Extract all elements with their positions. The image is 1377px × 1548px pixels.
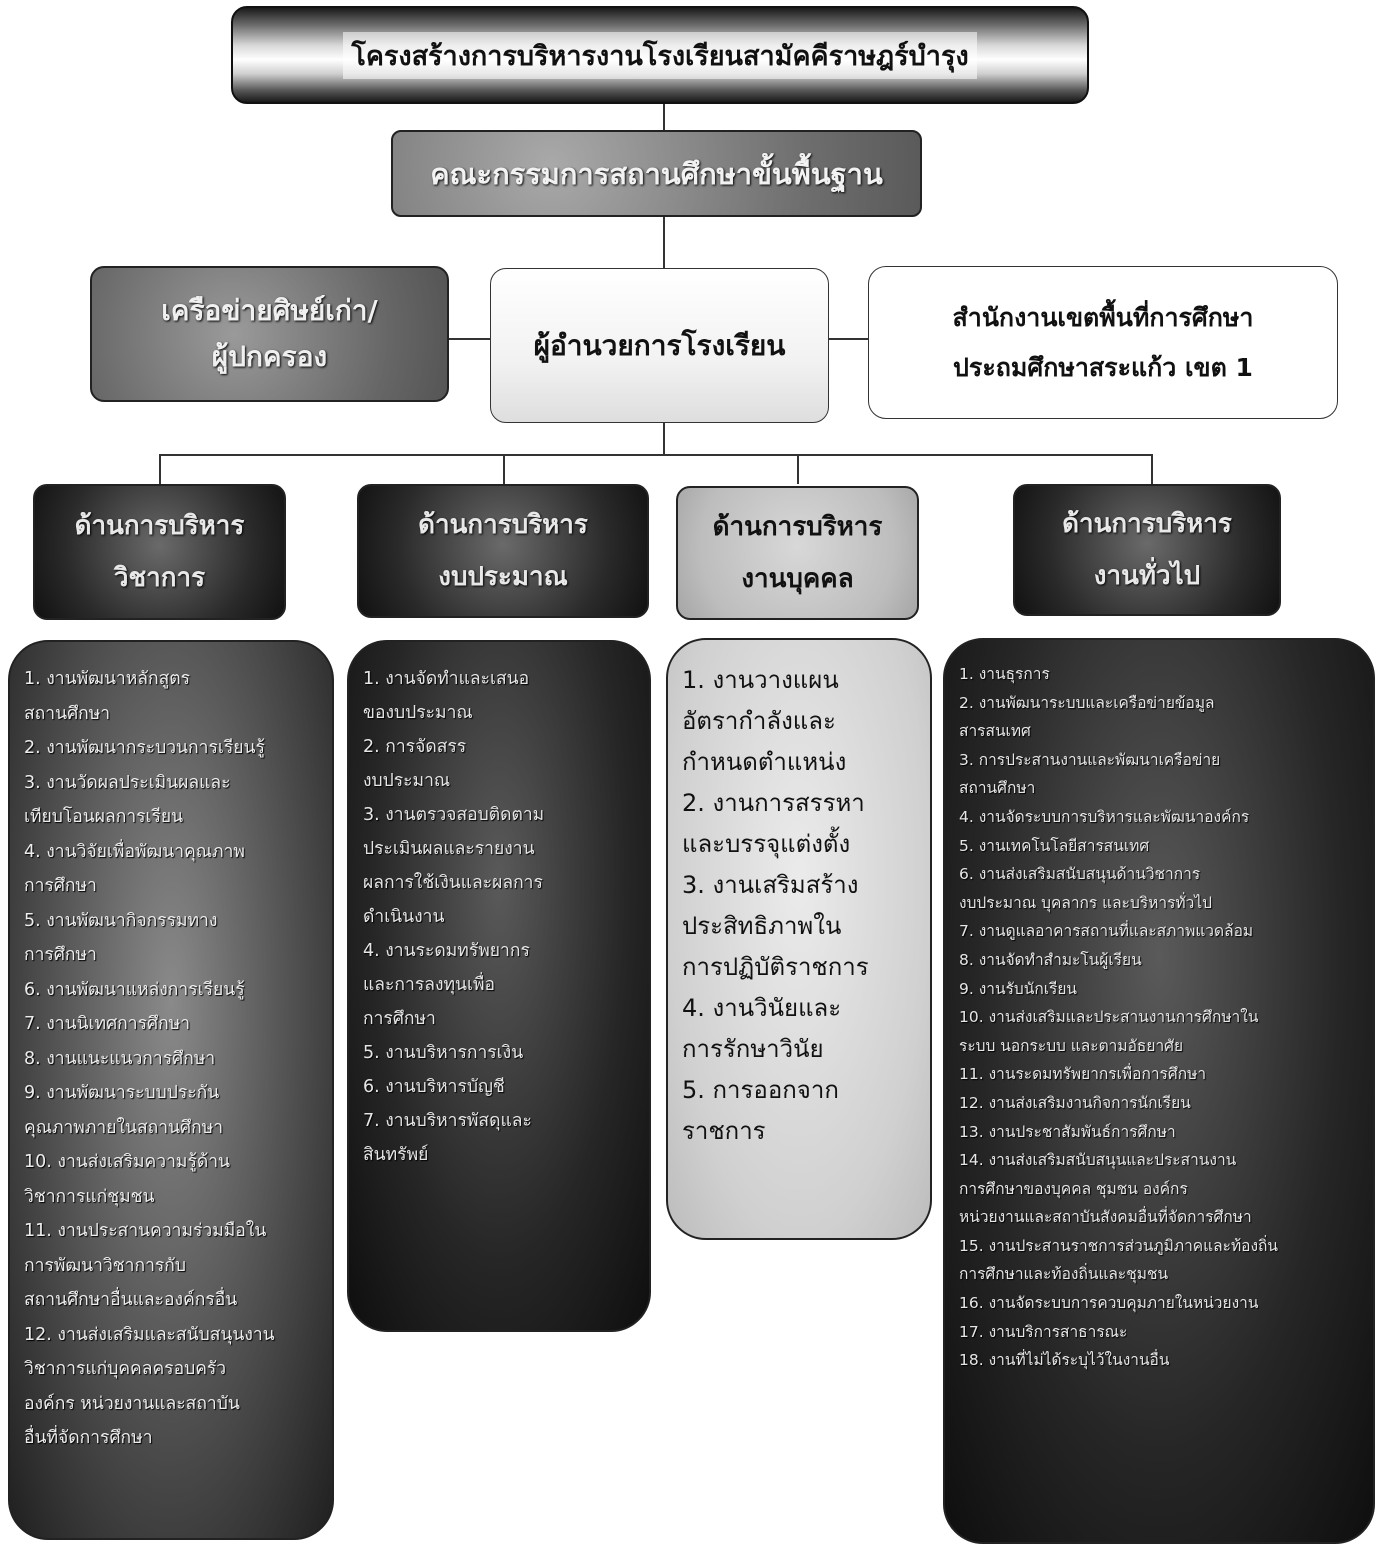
- dept-general-box: ด้านการบริหาร งานทั่วไป: [1013, 484, 1281, 616]
- dept-general-task-list: 1. งานธุรการ 2. งานพัฒนาระบบและเครือข่ายข…: [943, 638, 1375, 1544]
- task-item: 1. งานธุรการ: [959, 665, 1050, 683]
- task-item: 5. งานบริหารการเงิน: [363, 1043, 524, 1063]
- task-item: 10. งานส่งเสริมและประสานงานการศึกษาใน ระ…: [959, 1008, 1259, 1055]
- task-item: 18. งานที่ไม่ได้ระบุไว้ในงานอื่น: [959, 1351, 1170, 1370]
- task-item: 13. งานประชาสัมพันธ์การศึกษา: [959, 1122, 1176, 1141]
- task-item: 1. งานวางแผน อัตรากำลังและ กำหนดตำแหน่ง: [682, 666, 847, 776]
- dept-academic-box: ด้านการบริหาร วิชาการ: [33, 484, 286, 620]
- task-item: 6. งานบริหารบัญชี: [363, 1077, 505, 1097]
- dept-general-title-line2: งานทั่วไป: [1093, 561, 1201, 591]
- task-item: 7. งานนิเทศการศึกษา: [24, 1014, 191, 1034]
- task-item: 12. งานส่งเสริมงานกิจการนักเรียน: [959, 1093, 1191, 1112]
- task-item: 8. งานแนะแนวการศึกษา: [24, 1048, 216, 1069]
- task-item: 5. งานเทคโนโลยีสารสนเทศ: [959, 836, 1150, 855]
- education-office-box: สำนักงานเขตพื้นที่การศึกษา ประถมศึกษาสระ…: [868, 266, 1338, 419]
- task-item: 3. การประสานงานและพัฒนาเครือข่าย สถานศึก…: [959, 750, 1221, 798]
- task-item: 11. งานประสานความร่วมมือใน การพัฒนาวิชาก…: [24, 1221, 267, 1310]
- task-item: 14. งานส่งเสริมสนับสนุนและประสานงาน การศ…: [959, 1151, 1252, 1227]
- director-box: ผู้อำนวยการโรงเรียน: [490, 268, 829, 423]
- dept-general-title-line1: ด้านการบริหาร: [1062, 509, 1232, 539]
- task-item: 2. งานพัฒนาระบบและเครือข่ายข้อมูล สารสนเ…: [959, 693, 1215, 741]
- task-item: 7. งานบริหารพัสดุและ สินทรัพย์: [363, 1111, 532, 1165]
- task-item: 8. งานจัดทำสำมะโนผู้เรียน: [959, 950, 1142, 969]
- task-item: 4. งานระดมทรัพยากร และการลงทุนเพื่อ การศ…: [363, 941, 530, 1029]
- task-item: 15. งานประสานราชการส่วนภูมิภาคและท้องถิ่…: [959, 1236, 1279, 1284]
- task-item: 4. งานวินัยและ การรักษาวินัย: [682, 994, 842, 1063]
- connector-horizontal-bus: [159, 454, 1153, 456]
- dept-budget-task-list: 1. งานจัดทำและเสนอ ของบประมาณ 2. การจัดสร…: [347, 640, 651, 1332]
- task-item: 10. งานส่งเสริมความรู้ด้าน วิชาการแก่ชุม…: [24, 1152, 231, 1207]
- board-box: คณะกรรมการสถานศึกษาขั้นพื้นฐาน: [391, 130, 922, 217]
- dept-academic-title-line1: ด้านการบริหาร: [74, 511, 245, 541]
- board-label: คณะกรรมการสถานศึกษาขั้นพื้นฐาน: [430, 156, 883, 191]
- task-item: 17. งานบริการสาธารณะ: [959, 1322, 1128, 1341]
- task-item: 5. งานพัฒนากิจกรรมทาง การศึกษา: [24, 910, 218, 966]
- office-label-line2: ประถมศึกษาสระแก้ว เขต 1: [953, 352, 1253, 382]
- task-item: 7. งานดูแลอาคารสถานที่และสภาพแวดล้อม: [959, 922, 1254, 941]
- task-item: 2. งานการสรรหา และบรรจุแต่งตั้ง: [682, 789, 865, 858]
- task-item: 5. การออกจาก ราชการ: [682, 1076, 839, 1145]
- task-item: 3. งานเสริมสร้าง ประสิทธิภาพใน การปฏิบัต…: [682, 871, 869, 981]
- dept-academic-title-line2: วิชาการ: [113, 563, 206, 593]
- dept-personnel-title-line1: ด้านการบริหาร: [712, 512, 883, 542]
- dept-budget-box: ด้านการบริหาร งบประมาณ: [357, 484, 649, 618]
- connector-to-dept-general: [1151, 454, 1153, 484]
- dept-budget-title-line2: งบประมาณ: [438, 562, 568, 592]
- dept-personnel-box: ด้านการบริหาร งานบุคคล: [676, 486, 919, 620]
- alumni-network-box: เครือข่ายศิษย์เก่า/ ผู้ปกครอง: [90, 266, 449, 402]
- connector-to-dept-budget: [503, 454, 505, 484]
- alumni-label-line1: เครือข่ายศิษย์เก่า/: [161, 294, 378, 327]
- chart-title: โครงสร้างการบริหารงานโรงเรียนสามัคคีราษฎ…: [343, 31, 977, 79]
- task-item: 1. งานจัดทำและเสนอ ของบประมาณ: [363, 669, 530, 723]
- dept-personnel-title-line2: งานบุคคล: [741, 564, 854, 594]
- task-item: 3. งานตรวจสอบติดตาม ประเมินผลและรายงาน ผ…: [363, 805, 545, 927]
- task-item: 11. งานระดมทรัพยากรเพื่อการศึกษา: [959, 1065, 1207, 1084]
- connector-director-down: [663, 423, 665, 455]
- dept-budget-title-line1: ด้านการบริหาร: [418, 510, 588, 540]
- alumni-label-line2: ผู้ปกครอง: [211, 340, 328, 373]
- dept-academic-task-list: 1. งานพัฒนาหลักสูตร สถานศึกษา 2. งานพัฒนา…: [8, 640, 334, 1540]
- dept-personnel-task-list: 1. งานวางแผน อัตรากำลังและ กำหนดตำแหน่ง 2…: [666, 638, 932, 1240]
- connector-board-director: [663, 217, 665, 268]
- task-item: 4. งานวิจัยเพื่อพัฒนาคุณภาพ การศึกษา: [24, 841, 245, 897]
- task-item: 9. งานรับนักเรียน: [959, 979, 1078, 998]
- director-label: ผู้อำนวยการโรงเรียน: [533, 328, 786, 362]
- task-item: 1. งานพัฒนาหลักสูตร สถานศึกษา: [24, 669, 191, 724]
- task-item: 6. งานส่งเสริมสนับสนุนด้านวิชาการ งบประม…: [959, 865, 1212, 912]
- task-item: 3. งานวัดผลประเมินผลและ เทียบโอนผลการเรี…: [24, 772, 231, 828]
- office-label-line1: สำนักงานเขตพื้นที่การศึกษา: [952, 302, 1254, 332]
- task-item: 6. งานพัฒนาแหล่งการเรียนรู้: [24, 979, 245, 1000]
- connector-to-dept-personnel: [797, 454, 799, 484]
- task-item: 4. งานจัดระบบการบริหารและพัฒนาองค์กร: [959, 807, 1250, 826]
- task-item: 12. งานส่งเสริมและสนับสนุนงาน วิชาการแก่…: [24, 1324, 275, 1449]
- chart-title-banner: โครงสร้างการบริหารงานโรงเรียนสามัคคีราษฎ…: [231, 6, 1089, 104]
- task-item: 16. งานจัดระบบการควบคุมภายในหน่วยงาน: [959, 1294, 1259, 1313]
- task-item: 2. งานพัฒนากระบวนการเรียนรู้: [24, 738, 265, 758]
- connector-director-office: [829, 338, 868, 340]
- task-item: 2. การจัดสรร งบประมาณ: [363, 737, 467, 791]
- connector-title-board: [663, 104, 665, 130]
- connector-to-dept-academic: [159, 454, 161, 484]
- task-item: 9. งานพัฒนาระบบประกัน คุณภาพภายในสถานศึก…: [24, 1083, 224, 1138]
- connector-alumni-director: [449, 338, 490, 340]
